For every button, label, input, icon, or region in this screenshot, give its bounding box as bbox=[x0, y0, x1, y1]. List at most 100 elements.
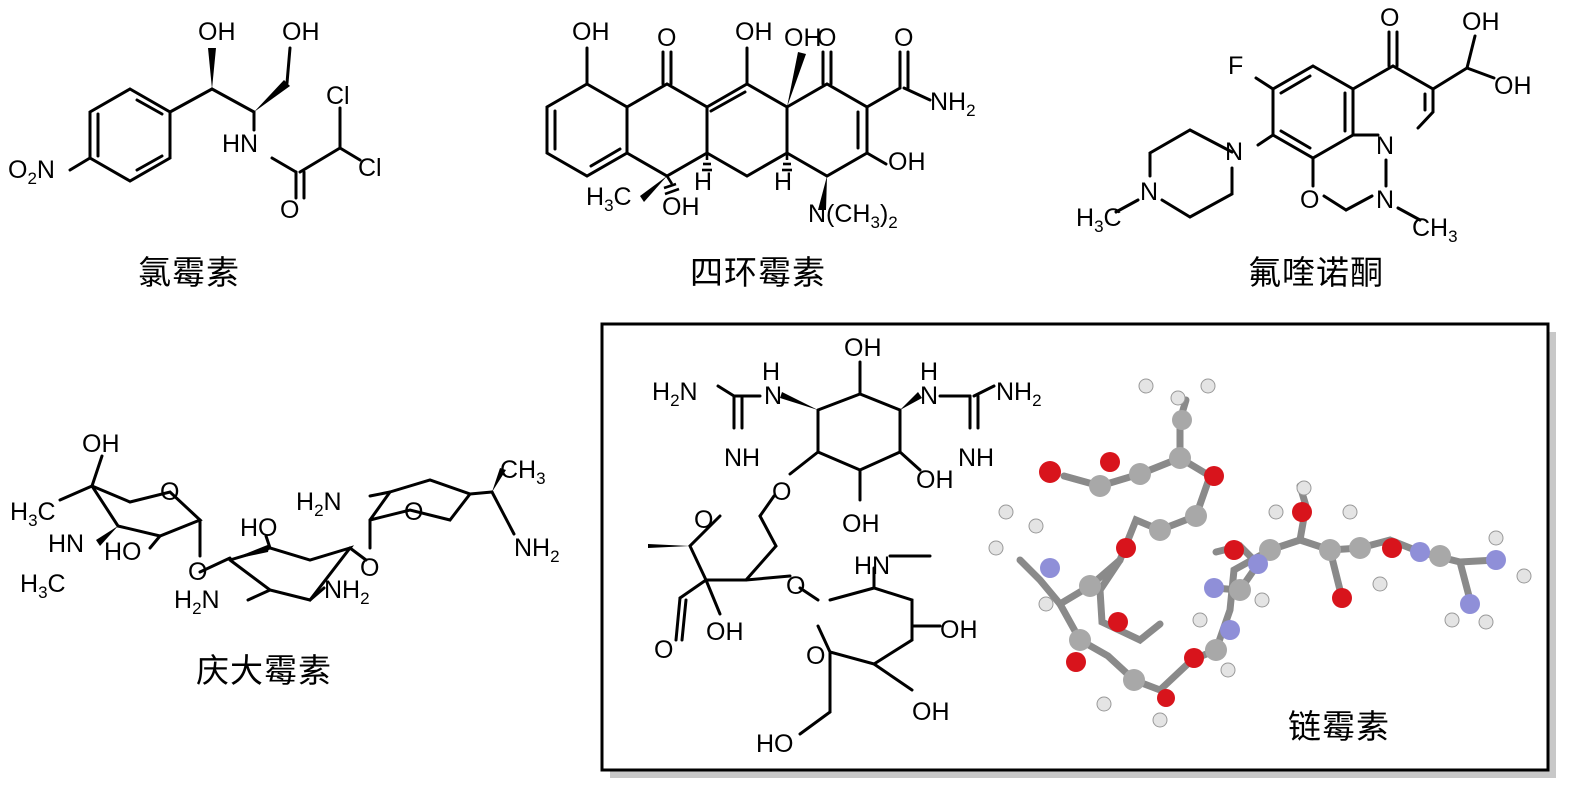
atom-label: OH bbox=[198, 18, 236, 46]
hydrogen-atom bbox=[1170, 390, 1186, 406]
atom-label: OH bbox=[844, 334, 882, 362]
hydrogen-atom bbox=[1096, 696, 1112, 712]
atom-label: OH bbox=[916, 466, 954, 494]
carbon-atom bbox=[1149, 519, 1171, 541]
atom-label: H3C bbox=[1076, 204, 1122, 236]
hydrogen-atom bbox=[1038, 596, 1054, 612]
atom-label: H2N bbox=[296, 488, 342, 520]
hydrogen-atom bbox=[1488, 530, 1504, 546]
carbon-atom bbox=[1319, 539, 1341, 561]
carbon-atom bbox=[1089, 475, 1111, 497]
carbon-atom bbox=[1069, 629, 1091, 651]
atom-label: N bbox=[1376, 132, 1394, 160]
oxygen-atom bbox=[1066, 652, 1086, 672]
oxygen-atom bbox=[1184, 648, 1204, 668]
atom-label: O bbox=[657, 24, 676, 52]
nitrogen-atom bbox=[1410, 542, 1430, 562]
atom-label: CH3 bbox=[1412, 214, 1458, 246]
atom-label: H bbox=[762, 358, 780, 386]
atom-label: HO bbox=[104, 538, 142, 566]
tetracycline-structure bbox=[545, 46, 932, 210]
atom-label: NH bbox=[958, 444, 994, 472]
hydrogen-atom bbox=[1478, 614, 1494, 630]
atom-label: O bbox=[806, 642, 825, 670]
atom-label: OH bbox=[662, 193, 700, 221]
atom-label: Cl bbox=[358, 154, 382, 182]
atom-label: O2N bbox=[8, 156, 55, 188]
atom-label: NH2 bbox=[996, 378, 1042, 410]
oxygen-atom bbox=[1039, 461, 1061, 483]
gentamicin-labels: OH O H3C HN HO H3C O HO H2N NH2 O H2N O … bbox=[10, 430, 560, 618]
caption-tetracycline: 四环霉素 bbox=[690, 253, 826, 292]
hydrogen-atom bbox=[1200, 378, 1216, 394]
atom-label: HN bbox=[222, 130, 258, 158]
atom-label: CH3 bbox=[500, 456, 546, 488]
oxygen-atom bbox=[1382, 538, 1402, 558]
atom-label: H3C bbox=[20, 570, 66, 602]
atom-label: NH bbox=[724, 444, 760, 472]
atom-label: N bbox=[920, 382, 938, 410]
atom-label: N(CH3)2 bbox=[808, 200, 898, 232]
oxygen-atom bbox=[1100, 452, 1120, 472]
nitrogen-atom bbox=[1204, 578, 1224, 598]
atom-label: O bbox=[360, 554, 379, 582]
atom-label: H3C bbox=[10, 498, 56, 530]
atom-label: OH bbox=[1462, 8, 1500, 36]
caption-gentamicin: 庆大霉素 bbox=[196, 651, 332, 690]
atom-label: OH bbox=[888, 148, 926, 176]
oxygen-atom bbox=[1157, 689, 1175, 707]
hydrogen-atom bbox=[1268, 504, 1284, 520]
atom-label: O bbox=[654, 636, 673, 664]
atom-label: H3C bbox=[586, 183, 632, 215]
carbon-atom bbox=[1172, 410, 1192, 430]
oxygen-atom bbox=[1332, 588, 1352, 608]
hydrogen-atom bbox=[1372, 576, 1388, 592]
atom-label: O bbox=[160, 478, 179, 506]
oxygen-atom bbox=[1224, 540, 1244, 560]
atom-label: O bbox=[817, 24, 836, 52]
atom-label: O bbox=[694, 506, 713, 534]
atom-label: OH bbox=[1494, 72, 1532, 100]
oxygen-atom bbox=[1204, 466, 1224, 486]
atom-label: HN bbox=[854, 552, 890, 580]
atom-label: HN bbox=[48, 530, 84, 558]
atom-label: NH2 bbox=[514, 534, 560, 566]
atom-label: OH bbox=[912, 698, 950, 726]
atom-label: OH bbox=[572, 18, 610, 46]
hydrogen-atom bbox=[1296, 480, 1312, 496]
atom-label: H bbox=[694, 168, 712, 196]
atom-label: O bbox=[772, 478, 791, 506]
atom-label: O bbox=[894, 24, 913, 52]
caption-chloramphenicol: 氯霉素 bbox=[138, 253, 240, 292]
atom-label: OH bbox=[842, 510, 880, 538]
carbon-atom bbox=[1429, 545, 1451, 567]
hydrogen-atom bbox=[1192, 612, 1208, 628]
hydrogen-atom bbox=[1444, 612, 1460, 628]
hydrogen-atom bbox=[1516, 568, 1532, 584]
atom-label: OH bbox=[735, 18, 773, 46]
atom-label: HO bbox=[756, 730, 794, 758]
atom-label: O bbox=[1300, 186, 1319, 214]
nitrogen-atom bbox=[1220, 620, 1240, 640]
streptomycin-labels: OH H N H2N NH H N NH2 NH OH OH O O O OH … bbox=[652, 334, 1042, 758]
carbon-atom bbox=[1185, 505, 1207, 527]
caption-fluoroquinolone: 氟喹诺酮 bbox=[1248, 253, 1384, 292]
atom-label: Cl bbox=[326, 82, 350, 110]
carbon-atom bbox=[1169, 447, 1191, 469]
carbon-atom bbox=[1123, 669, 1145, 691]
atom-label: N bbox=[1225, 138, 1243, 166]
atom-label: NH2 bbox=[324, 576, 370, 608]
nitrogen-atom bbox=[1460, 594, 1480, 614]
caption-streptomycin: 链霉素 bbox=[1288, 707, 1390, 746]
oxygen-atom bbox=[1108, 612, 1128, 632]
atom-label: H2N bbox=[652, 378, 698, 410]
atom-label: NH2 bbox=[930, 88, 976, 120]
atom-label: OH bbox=[706, 618, 744, 646]
nitrogen-atom bbox=[1248, 554, 1268, 574]
hydrogen-atom bbox=[1342, 504, 1358, 520]
atom-label: N bbox=[1140, 178, 1158, 206]
atom-label: N bbox=[1376, 186, 1394, 214]
atom-label: H bbox=[774, 168, 792, 196]
hydrogen-atom bbox=[1152, 712, 1168, 728]
